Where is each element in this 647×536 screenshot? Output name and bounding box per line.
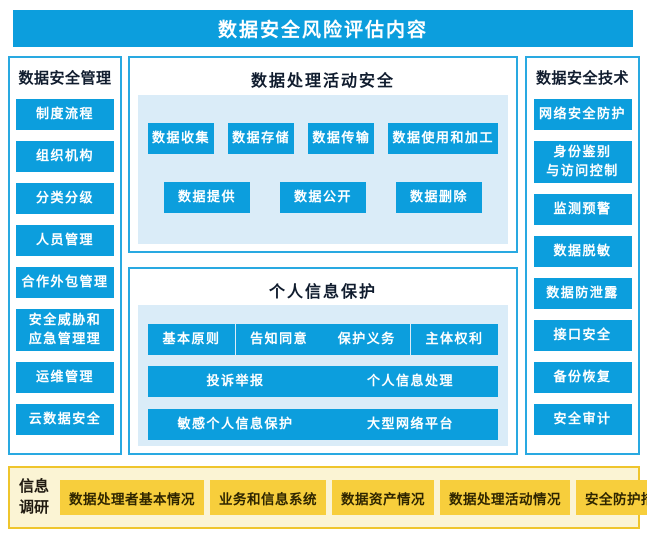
node-identity-access-control: 身份鉴别 与访问控制 <box>533 141 632 183</box>
node-data-asset-status: 数据资产情况 <box>332 480 435 515</box>
node-backup-recovery: 备份恢复 <box>533 361 632 393</box>
node-data-transmission: 数据传输 <box>308 123 375 154</box>
node-protection-obligations: 保护义务 <box>323 324 411 355</box>
node-data-storage: 数据存储 <box>228 123 295 154</box>
node-business-info-systems: 业务和信息系统 <box>210 480 327 515</box>
activity-inner-area: 数据收集 数据存储 数据传输 数据使用和加工 数据提供 数据公开 数据删除 <box>138 95 508 244</box>
panel-data-security-management: 数据安全管理 制度流程 组织机构 分类分级 人员管理 合作外包管理 安全威胁和 … <box>8 56 122 455</box>
personal-row-2: 投诉举报 个人信息处理 <box>148 366 498 397</box>
panel-information-research: 信息 调研 数据处理者基本情况 业务和信息系统 数据资产情况 数据处理活动情况 … <box>8 466 647 529</box>
node-data-disclosure: 数据公开 <box>280 182 366 213</box>
node-data-processing-activity-status: 数据处理活动情况 <box>440 480 571 515</box>
node-data-processor-basic-info: 数据处理者基本情况 <box>60 480 205 515</box>
personal-panel-title: 个人信息保护 <box>268 284 377 301</box>
right-panel-title: 数据安全技术 <box>535 70 629 87</box>
panel-data-security-technology: 数据安全技术 网络安全防护 身份鉴别 与访问控制 监测预警 数据脱敏 数据防泄露… <box>525 56 640 455</box>
node-interface-security: 接口安全 <box>533 319 632 351</box>
node-classification-grading: 分类分级 <box>16 183 114 214</box>
node-security-audit: 安全审计 <box>533 403 632 435</box>
node-threat-emergency-management: 安全威胁和 应急管理理 <box>16 309 114 351</box>
node-organization: 组织机构 <box>16 141 114 172</box>
node-security-protection-measures: 安全防护措施 <box>576 480 647 515</box>
node-cloud-data-security: 云数据安全 <box>16 403 114 435</box>
activity-panel-title: 数据处理活动安全 <box>250 73 395 90</box>
bottom-bar-label: 信息 调研 <box>19 478 50 516</box>
node-complaint-reporting: 投诉举报 <box>148 366 323 397</box>
main-title: 数据安全风险评估内容 <box>13 10 633 47</box>
personal-row-3: 敏感个人信息保护 大型网络平台 <box>148 409 498 440</box>
node-policy-process: 制度流程 <box>16 99 114 130</box>
node-data-masking: 数据脱敏 <box>533 235 632 267</box>
left-panel-title: 数据安全管理 <box>18 70 112 87</box>
node-informed-consent: 告知同意 <box>235 324 323 355</box>
personal-inner-area: 基本原则 告知同意 保护义务 主体权利 投诉举报 个人信息处理 敏感个人信息保护… <box>138 305 508 446</box>
node-data-provision: 数据提供 <box>164 182 250 213</box>
node-subject-rights: 主体权利 <box>410 324 498 355</box>
node-network-security-protection: 网络安全防护 <box>533 99 632 130</box>
node-data-leak-prevention: 数据防泄露 <box>533 277 632 309</box>
activity-row-1: 数据收集 数据存储 数据传输 数据使用和加工 <box>148 123 498 154</box>
node-sensitive-personal-info-protection: 敏感个人信息保护 <box>148 409 323 440</box>
personal-row-1: 基本原则 告知同意 保护义务 主体权利 <box>148 324 498 355</box>
node-personal-info-processing: 个人信息处理 <box>323 366 498 397</box>
panel-data-processing-activity-security: 数据处理活动安全 数据收集 数据存储 数据传输 数据使用和加工 数据提供 数据公… <box>128 56 518 253</box>
node-data-deletion: 数据删除 <box>396 182 482 213</box>
node-monitoring-warning: 监测预警 <box>533 193 632 225</box>
activity-row-2: 数据提供 数据公开 数据删除 <box>164 182 482 213</box>
node-ops-management: 运维管理 <box>16 361 114 393</box>
node-outsourcing-management: 合作外包管理 <box>16 267 114 298</box>
node-personnel-management: 人员管理 <box>16 225 114 256</box>
panel-personal-info-protection: 个人信息保护 基本原则 告知同意 保护义务 主体权利 投诉举报 个人信息处理 敏… <box>128 267 518 455</box>
node-data-collection: 数据收集 <box>148 123 215 154</box>
node-data-use-processing: 数据使用和加工 <box>388 123 498 154</box>
node-large-network-platform: 大型网络平台 <box>323 409 498 440</box>
node-basic-principles: 基本原则 <box>148 324 235 355</box>
